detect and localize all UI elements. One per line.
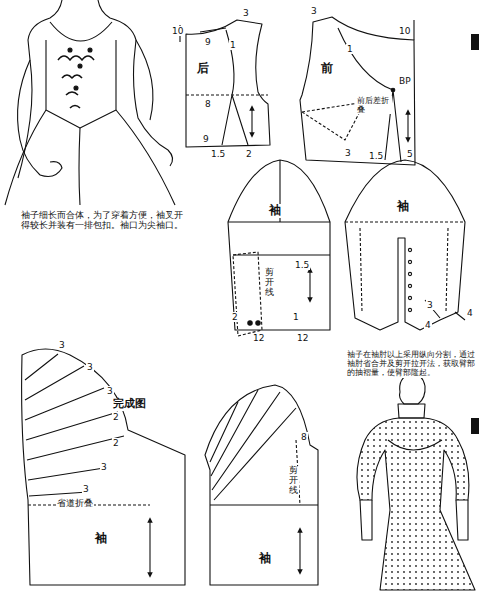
- piece-name: 袖: [258, 552, 272, 566]
- callout-number: 5: [406, 149, 414, 159]
- callout-number: 1.5: [368, 151, 384, 161]
- front-bodice: [300, 17, 415, 165]
- sleeve-slash-draft: [205, 385, 318, 585]
- callout-number: 12: [296, 333, 309, 343]
- callout-number: 1.5: [294, 260, 310, 270]
- page-marker: [471, 34, 479, 50]
- cut-line-label: 剪开线: [264, 268, 275, 298]
- note-text: 袖子细长而合体，为了穿着方便，袖叉开得较长并装有一排包扣。袖口为尖袖口。: [20, 210, 187, 231]
- callout-number: 9: [202, 134, 210, 144]
- callout-number: 2: [245, 149, 253, 159]
- callout-number: 3: [242, 8, 250, 18]
- callout-number: 2: [231, 312, 239, 322]
- piece-name: 前: [320, 62, 334, 76]
- callout-number: BP: [398, 76, 412, 86]
- piece-name: 袖: [94, 532, 108, 546]
- completed-sleeve: [22, 349, 185, 585]
- back-bodice: [180, 20, 270, 147]
- callout-number: 2: [112, 438, 120, 448]
- piece-name: 袖: [396, 200, 410, 214]
- callout-number: 1: [346, 44, 354, 54]
- callout-number: 3: [426, 300, 434, 310]
- callout-number: 1.5: [210, 149, 226, 159]
- callout-number: 3: [100, 462, 108, 472]
- note-text: 前后差折叠: [356, 96, 392, 114]
- callout-number: 8: [300, 432, 308, 442]
- callout-number: 3: [310, 6, 318, 16]
- callout-number: 2: [112, 412, 120, 422]
- callout-number: 12: [252, 333, 265, 343]
- page-marker: [471, 418, 479, 434]
- callout-number: 3: [82, 484, 90, 494]
- piece-name: 袖: [268, 204, 282, 218]
- callout-number: 9: [204, 37, 212, 47]
- callout-number: 10: [171, 26, 184, 36]
- cut-line-label: 剪开线: [288, 466, 299, 496]
- note-text: 袖子在袖肘以上采用纵向分割，通过袖肘省合并及剪开拉开法，获取臂部的抽褶量，使臂部…: [346, 350, 476, 378]
- sleeve-finished-draft: [345, 160, 465, 330]
- callout-number: 3: [344, 148, 352, 158]
- dress-figure: [357, 374, 475, 590]
- gown-figure: [5, 0, 175, 205]
- callout-number: 3: [58, 340, 66, 350]
- callout-number: 3: [86, 362, 94, 372]
- callout-number: 4: [424, 320, 432, 330]
- piece-name: 完成图: [112, 398, 147, 411]
- callout-number: 3: [106, 386, 114, 396]
- piece-name: 后: [196, 62, 210, 76]
- sleeve-draft: [228, 160, 330, 336]
- callout-number: 4: [466, 308, 474, 318]
- callout-number: 10: [398, 26, 411, 36]
- callout-number: 1: [292, 312, 300, 322]
- callout-number: 省道折叠: [56, 498, 94, 508]
- callout-number: 8: [204, 99, 212, 109]
- callout-number: 1: [229, 40, 237, 50]
